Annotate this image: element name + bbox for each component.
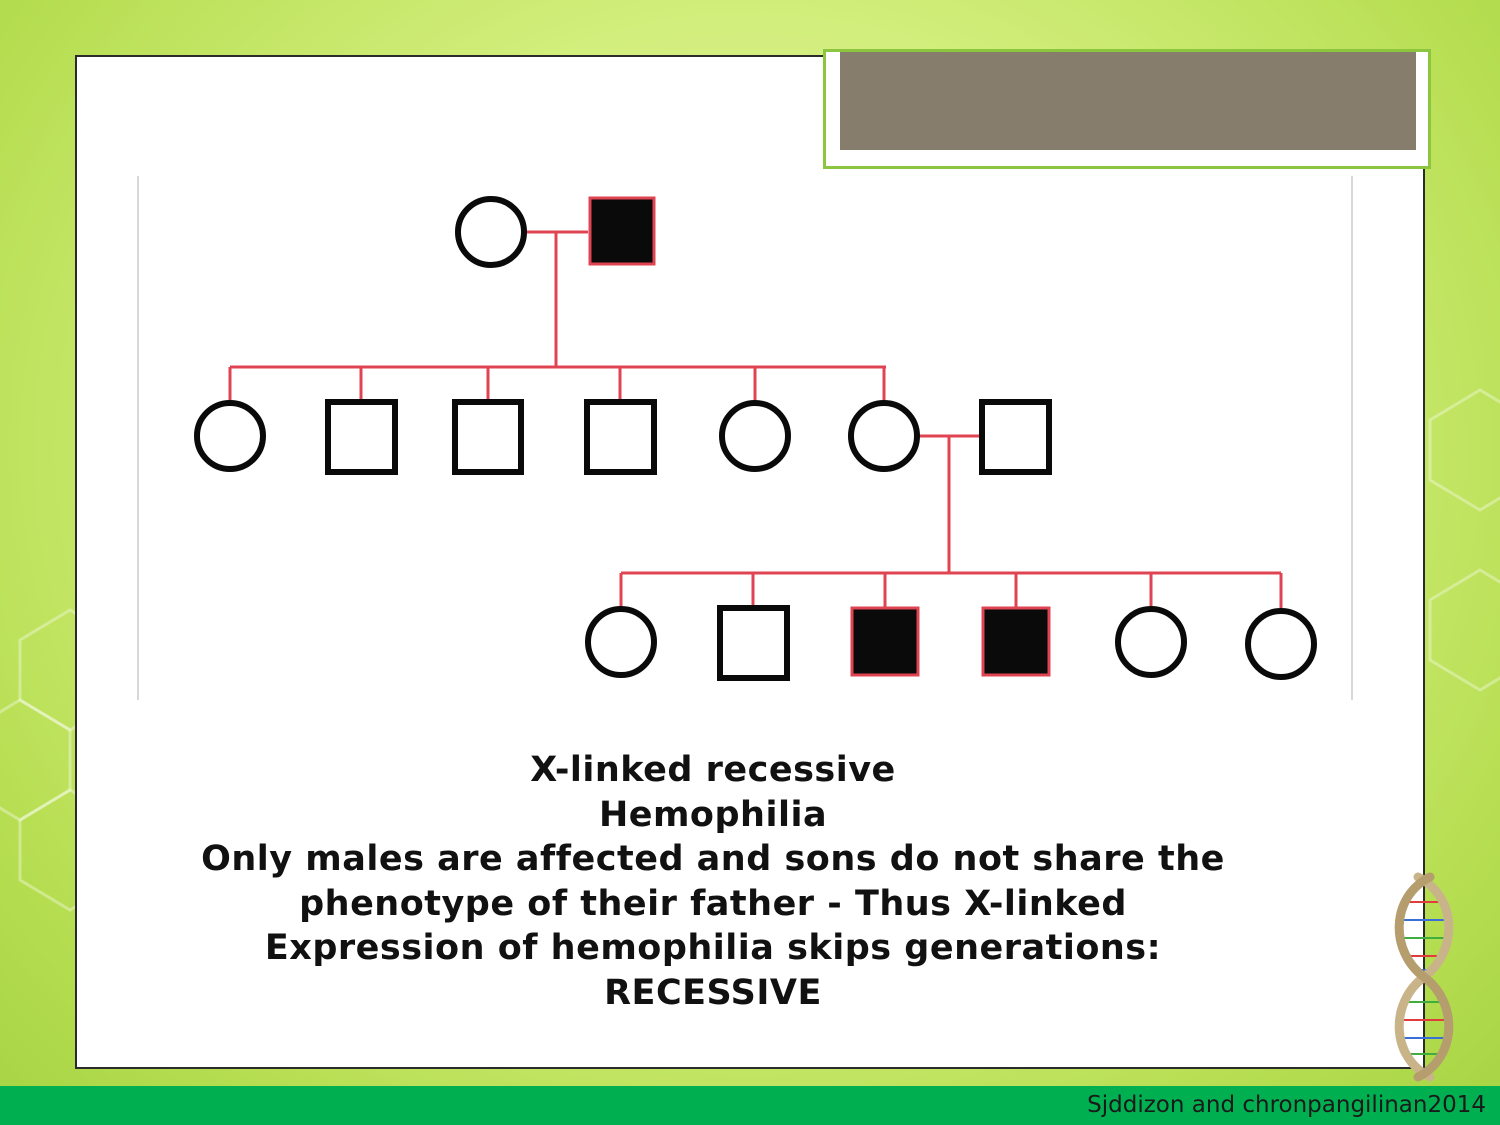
footer-credit: Sjddizon and chronpangilinan2014 xyxy=(1087,1092,1486,1118)
gen3-female-2 xyxy=(1118,609,1184,675)
title-placeholder xyxy=(823,49,1431,169)
caption-line-4: phenotype of their father - Thus X-linke… xyxy=(180,882,1246,927)
gen3-male-affected-2 xyxy=(983,608,1049,675)
gen3-male-unaffected xyxy=(720,608,787,678)
caption-line-5: Expression of hemophilia skips generatio… xyxy=(180,926,1246,971)
gen2-male-2 xyxy=(455,402,521,472)
caption-line-2: Hemophilia xyxy=(180,793,1246,838)
gen2-spouse-male xyxy=(982,402,1049,472)
caption-line-1: X-linked recessive xyxy=(180,748,1246,793)
gen2-female-1 xyxy=(197,403,263,469)
gen3-female-1 xyxy=(588,609,654,675)
gen2-male-3 xyxy=(587,402,654,472)
gen1-male-affected xyxy=(590,198,654,264)
caption-text: X-linked recessive Hemophilia Only males… xyxy=(180,748,1246,1015)
dna-helix-icon xyxy=(1378,872,1468,1082)
gen2-male-1 xyxy=(328,402,395,472)
footer-bar: Sjddizon and chronpangilinan2014 xyxy=(0,1086,1500,1125)
title-placeholder-fill xyxy=(840,52,1416,150)
gen3-male-affected-1 xyxy=(852,608,918,675)
gen1-female-unaffected xyxy=(458,199,524,265)
gen3-female-3 xyxy=(1248,611,1314,677)
caption-line-6: RECESSIVE xyxy=(180,971,1246,1016)
caption-line-3: Only males are affected and sons do not … xyxy=(180,837,1246,882)
gen2-female-carrier xyxy=(851,403,917,469)
gen2-female-2 xyxy=(722,403,788,469)
